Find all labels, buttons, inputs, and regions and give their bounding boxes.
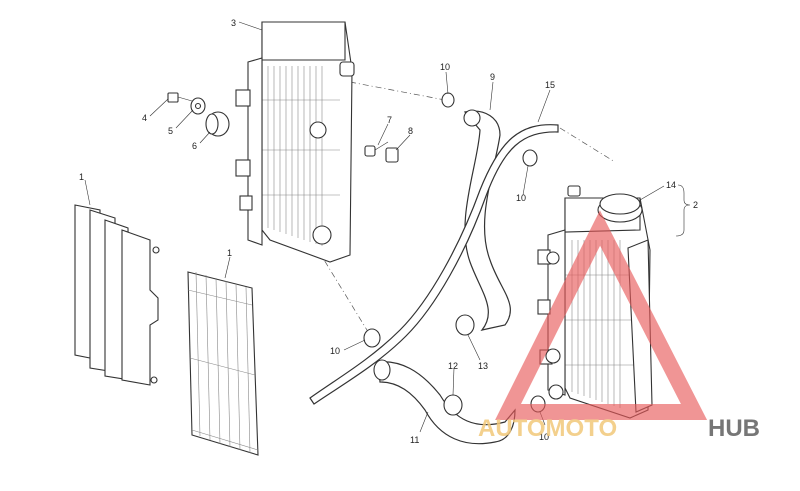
watermark-triangle-icon [495,210,708,420]
callout-5: 5 [168,126,173,136]
left-radiator [235,21,355,263]
callout-10-low: 10 [330,346,340,356]
callout-14: 15 [545,80,555,90]
callout-7: 7 [387,115,392,125]
watermark-text-automoto: AUTOMOTO [478,415,617,442]
assembly-lines [317,81,616,336]
upper-hose-9 [463,109,511,331]
washer-5 [190,97,206,115]
callout-12: 12 [448,361,458,371]
radiator-cap [567,185,643,223]
callout-4: 4 [142,113,147,123]
automotohub-watermark: AUTOMOTO HUB [478,210,760,442]
callout-2: 2 [693,200,698,210]
radiator-guard-grille [187,271,259,456]
lower-hose-11 [373,359,516,445]
grommet-6 [205,111,230,137]
callout-10-mid: 10 [516,193,526,203]
watermark-text-hub: HUB [708,415,760,442]
clip-8 [385,147,399,163]
overflow-tube-14 [309,124,559,405]
radiator-guard-panels [74,204,160,386]
hose-clamps [363,92,546,416]
callout-10-top: 10 [440,62,450,72]
callout-10-bottom: 10 [539,432,549,442]
callout-9: 9 [490,72,495,82]
callout-1-panels: 1 [79,172,84,182]
callout-8: 8 [408,126,413,136]
callout-labels: 3 1 1 4 5 6 7 8 10 9 15 10 14 2 10 12 13… [79,18,698,445]
callout-6: 6 [192,141,197,151]
bolt-4 [167,92,193,103]
callout-11: 11 [410,435,419,445]
callout-15: 14 [666,180,676,190]
screw-7 [364,141,389,157]
callout-3: 3 [231,18,236,28]
callout-13: 13 [478,361,488,371]
callout-1-grille: 1 [227,248,232,258]
